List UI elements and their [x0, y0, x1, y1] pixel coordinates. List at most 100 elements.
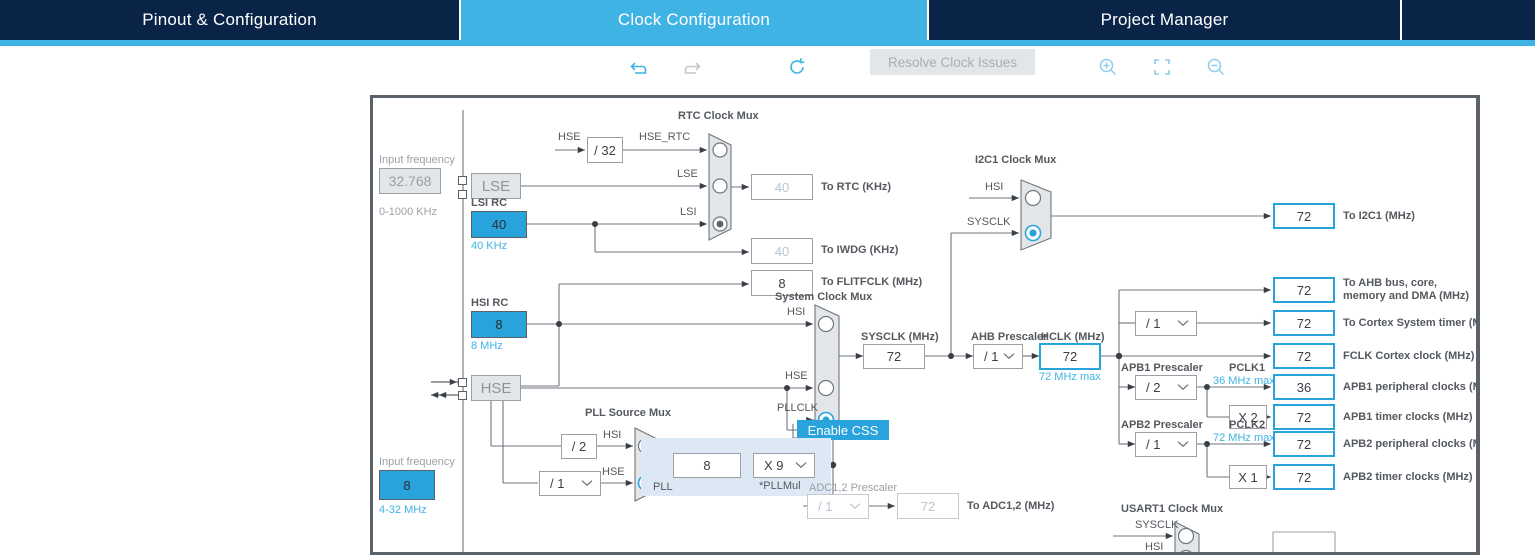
- pll-panel-label: PLL: [653, 481, 673, 493]
- apb2-prescaler-select[interactable]: / 1: [1135, 432, 1197, 457]
- pll-source-mux-title: PLL Source Mux: [585, 407, 671, 419]
- hse-pin-in: [458, 378, 467, 387]
- tab-clock-configuration[interactable]: Clock Configuration: [461, 0, 927, 40]
- system-mux-input-hsi: HSI: [787, 306, 806, 318]
- cortex-prescaler-value: / 1: [1146, 316, 1161, 331]
- lsi-rc-unit-label: 40 KHz: [471, 240, 508, 252]
- hse-prediv-select[interactable]: / 1: [539, 471, 601, 496]
- hse-oscillator-block[interactable]: HSE: [471, 375, 521, 401]
- output-to-adc-label: To ADC1,2 (MHz): [967, 500, 1055, 512]
- output-to-i2c1-value: 72: [1273, 203, 1335, 229]
- hse-rtc-signal-label: HSE_RTC: [639, 131, 691, 143]
- rtc-clock-mux-shape: [708, 133, 732, 241]
- enable-css-button[interactable]: Enable CSS: [797, 420, 889, 440]
- chevron-down-icon: [1177, 440, 1189, 448]
- pclk1-label: PCLK1: [1229, 362, 1266, 374]
- output-apb2-peripheral-label: APB2 peripheral clocks (MHz): [1343, 438, 1476, 450]
- adc-prescaler-select[interactable]: / 1: [807, 494, 869, 519]
- lse-input-frequency-label: Input frequency: [379, 154, 455, 166]
- hsi-rc-value-field[interactable]: 8: [471, 311, 527, 338]
- apb1-prescaler-select[interactable]: / 2: [1135, 375, 1197, 400]
- clock-toolbar: [0, 46, 1535, 88]
- pclk2-label: PCLK2: [1229, 419, 1266, 431]
- apb1-timer-multiplier: X 2: [1229, 405, 1267, 429]
- undo-icon[interactable]: [622, 50, 656, 84]
- zoom-out-icon[interactable]: [1199, 50, 1233, 84]
- fit-to-screen-icon[interactable]: [1145, 50, 1179, 84]
- pll-multiplier-label: *PLLMul: [759, 480, 801, 492]
- pll-input-value: 8: [673, 453, 741, 478]
- apb1-prescaler-value: / 2: [1146, 380, 1161, 395]
- clock-tree-canvas[interactable]: Input frequency 32.768 0-1000 KHz LSE LS…: [370, 95, 1480, 555]
- usart1-clock-mux-title: USART1 Clock Mux: [1121, 503, 1224, 515]
- lse-pin-out: [458, 190, 467, 199]
- tab-pinout-configuration[interactable]: Pinout & Configuration: [0, 0, 459, 40]
- output-to-flitfclk-label: To FLITFCLK (MHz): [821, 276, 923, 288]
- ahb-prescaler-value: / 1: [984, 349, 999, 364]
- system-clock-mux-shape: [814, 304, 840, 435]
- output-to-cortex-system-timer-label: To Cortex System timer (MHz): [1343, 317, 1476, 329]
- lse-oscillator-block[interactable]: LSE: [471, 173, 521, 199]
- sysclk-value: 72: [863, 344, 925, 369]
- hsi-div2-block: / 2: [561, 434, 597, 459]
- clock-tree-inner: Input frequency 32.768 0-1000 KHz LSE LS…: [373, 98, 1476, 552]
- hsi-rc-unit-label: 8 MHz: [471, 340, 503, 352]
- lse-pin-in: [458, 176, 467, 185]
- top-tab-bar: Pinout & Configuration Clock Configurati…: [0, 0, 1535, 40]
- apb1-prescaler-title: APB1 Prescaler: [1121, 362, 1203, 374]
- lsi-rc-title: LSI RC: [471, 197, 508, 209]
- lsi-rc-value-field[interactable]: 40: [471, 211, 527, 238]
- hclk-value-field[interactable]: 72: [1039, 343, 1101, 370]
- system-clock-mux-title: System Clock Mux: [775, 291, 873, 303]
- tab-project-manager[interactable]: Project Manager: [929, 0, 1400, 40]
- output-to-ahb-bus-value: 72: [1273, 277, 1335, 303]
- output-apb2-timer-value: 72: [1273, 464, 1335, 490]
- chevron-down-icon: [1177, 383, 1189, 391]
- hse-prediv-value: / 1: [550, 476, 565, 491]
- hsi-rc-title: HSI RC: [471, 297, 509, 309]
- chevron-down-icon: [1177, 319, 1189, 327]
- ahb-prescaler-select[interactable]: / 1: [973, 344, 1023, 369]
- rtc-clock-mux-title: RTC Clock Mux: [678, 110, 759, 122]
- pll-multiplier-select[interactable]: X 9: [753, 453, 815, 478]
- lse-input-frequency-field[interactable]: 32.768: [379, 168, 441, 194]
- output-to-iwdg-label: To IWDG (KHz): [821, 244, 899, 256]
- apb2-prescaler-title: APB2 Prescaler: [1121, 419, 1203, 431]
- hse-range-label: 4-32 MHz: [379, 504, 427, 516]
- pll-mux-input-hsi: HSI: [603, 429, 622, 441]
- redo-icon: [676, 50, 710, 84]
- hse-signal-label: HSE: [558, 131, 581, 143]
- hse-input-frequency-field[interactable]: 8: [379, 470, 435, 500]
- hse-rtc-divider[interactable]: / 32: [587, 137, 623, 163]
- hse-pin-out: [458, 391, 467, 400]
- cortex-prescaler-select[interactable]: / 1: [1135, 311, 1197, 336]
- tab-separator-2: [927, 0, 929, 40]
- output-apb1-timer-value: 72: [1273, 404, 1335, 430]
- system-mux-input-hse: HSE: [785, 370, 808, 382]
- output-apb1-peripheral-label: APB1 peripheral clocks (MHz): [1343, 381, 1476, 393]
- pclk1-max-label: 36 MHz max: [1213, 375, 1275, 387]
- rtc-mux-input-lse: LSE: [677, 168, 698, 180]
- resolve-clock-issues-button[interactable]: Resolve Clock Issues: [870, 49, 1035, 75]
- tab-active-underline: [0, 40, 1535, 46]
- zoom-in-icon[interactable]: [1091, 50, 1125, 84]
- tab-label: Clock Configuration: [617, 10, 771, 29]
- output-to-flitfclk-value: 8: [751, 270, 813, 296]
- refresh-icon[interactable]: [780, 50, 814, 84]
- tab-separator-3: [1400, 0, 1402, 40]
- output-fclk-cortex-clock-value: 72: [1273, 343, 1335, 369]
- i2c1-clock-mux-title: I2C1 Clock Mux: [975, 154, 1057, 166]
- output-fclk-cortex-clock-label: FCLK Cortex clock (MHz): [1343, 350, 1475, 362]
- tab-label: Project Manager: [1100, 10, 1229, 29]
- output-apb1-timer-label: APB1 timer clocks (MHz): [1343, 411, 1473, 423]
- adc-prescaler-value: / 1: [818, 499, 833, 514]
- output-to-rtc-value: 40: [751, 174, 813, 200]
- usart1-mux-input-sysclk: SYSCLK: [1135, 519, 1179, 531]
- sysclk-label: SYSCLK (MHz): [861, 331, 939, 343]
- i2c1-mux-input-sysclk: SYSCLK: [967, 216, 1011, 228]
- pll-multiplier-value: X 9: [764, 458, 784, 473]
- i2c1-mux-input-hsi: HSI: [985, 181, 1004, 193]
- system-mux-input-pllclk: PLLCLK: [777, 402, 818, 414]
- output-apb2-peripheral-value: 72: [1273, 431, 1335, 457]
- chevron-down-icon: [581, 479, 593, 487]
